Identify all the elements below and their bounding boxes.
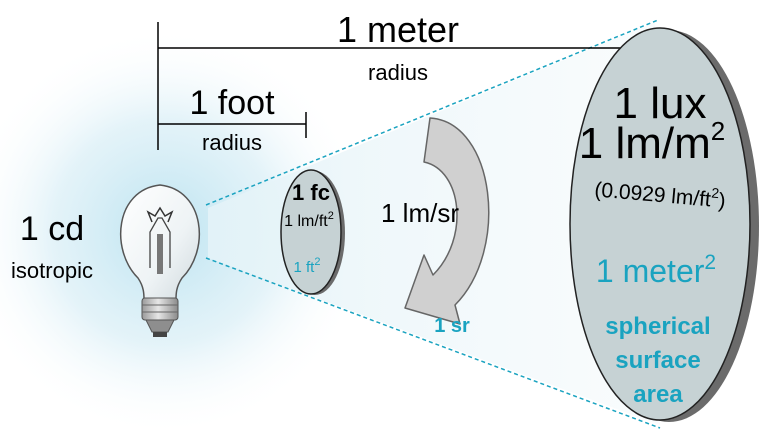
- source-label: 1 cd: [20, 210, 84, 248]
- light-cone: [208, 22, 660, 425]
- small-disc: [280, 169, 342, 295]
- small-disc-lumen-label: 1 lm/ft2: [284, 210, 334, 230]
- meter-sub-label: radius: [368, 60, 428, 85]
- intensity-label: 1 lm/sr: [381, 198, 459, 228]
- foot-sub-label: radius: [202, 130, 262, 155]
- light-bulb-icon: [119, 184, 201, 337]
- large-disc: [569, 27, 751, 421]
- small-disc-area-label: 1 ft2: [294, 256, 321, 276]
- area-area-label: area: [633, 381, 683, 408]
- cone-edge-bottom: [205, 257, 661, 429]
- area-surface-label: surface: [615, 347, 700, 374]
- foot-radius-bracket: [158, 112, 307, 138]
- solid-angle-arrow-icon: [404, 117, 490, 325]
- small-disc-fc-label: 1 fc: [292, 180, 330, 205]
- source-sub-label: isotropic: [11, 258, 93, 283]
- cone-edge-top: [205, 19, 659, 206]
- lumen-per-m2-label: 1 lm/m2: [579, 116, 725, 168]
- foot-label: 1 foot: [189, 84, 275, 122]
- area-spherical-label: spherical: [605, 313, 710, 340]
- solid-angle-label: 1 sr: [434, 315, 470, 337]
- lux-label: 1 lux: [614, 79, 707, 128]
- area-main-label: 1 meter2: [596, 251, 716, 289]
- meter-label: 1 meter: [337, 9, 459, 50]
